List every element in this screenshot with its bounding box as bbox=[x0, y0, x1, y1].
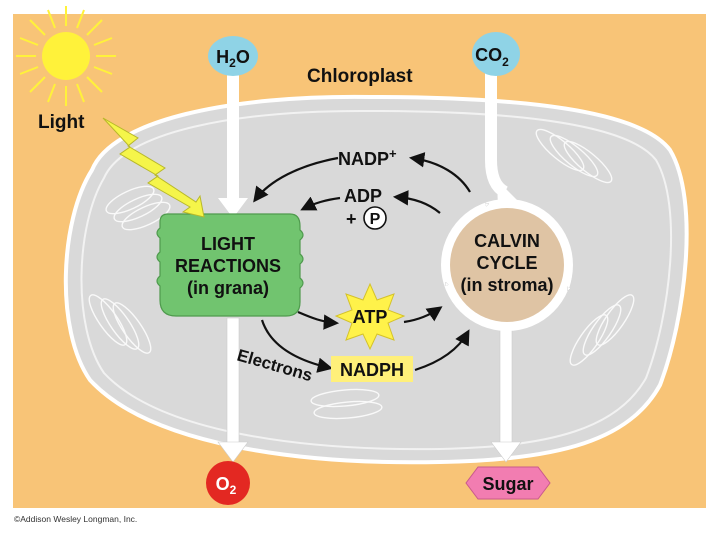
calvin-cycle-label-3: (in stroma) bbox=[460, 275, 553, 295]
calvin-cycle-node: CALVIN CYCLE (in stroma) bbox=[441, 199, 573, 331]
light-reactions-label-1: LIGHT bbox=[201, 234, 255, 254]
nadph-label: NADPH bbox=[340, 360, 404, 380]
sugar-out-arrow bbox=[490, 329, 522, 463]
h2o-label-sub: 2 bbox=[229, 56, 236, 70]
calvin-to-adp-arrow bbox=[392, 190, 441, 214]
co2-node: CO2 bbox=[472, 32, 520, 76]
chloroplast-membrane-inner bbox=[80, 109, 673, 451]
h2o-label-base: H bbox=[216, 47, 229, 67]
atp-to-calvin-arrow bbox=[403, 306, 443, 324]
light-to-nadph-arrow bbox=[260, 319, 334, 373]
nadp-label: NADP+ bbox=[338, 146, 397, 169]
o2-label-base: O bbox=[216, 474, 230, 494]
light-reactions-label-3: (in grana) bbox=[187, 278, 269, 298]
plus-label: + bbox=[346, 209, 357, 229]
water-in-arrow bbox=[218, 70, 248, 218]
chloroplast-membrane-outer bbox=[63, 94, 689, 465]
nadp-label-base: NADP bbox=[338, 149, 389, 169]
lightning-icon bbox=[102, 117, 205, 218]
svg-text:O2: O2 bbox=[216, 474, 237, 497]
sun-icon bbox=[16, 6, 116, 106]
svg-text:H2O: H2O bbox=[216, 47, 250, 70]
phosphate-icon: P bbox=[363, 206, 387, 230]
copyright-notice: ©Addison Wesley Longman, Inc. bbox=[14, 514, 138, 524]
h2o-node: H2O bbox=[208, 36, 258, 76]
adp-label: ADP bbox=[344, 186, 382, 206]
sugar-label: Sugar bbox=[482, 474, 533, 494]
svg-text:CO2: CO2 bbox=[475, 45, 509, 69]
atp-label: ATP bbox=[353, 307, 388, 327]
atp-node: ATP bbox=[334, 282, 406, 351]
oxygen-out-arrow bbox=[217, 317, 249, 463]
phosphate-label: P bbox=[370, 211, 381, 228]
o2-node: O2 bbox=[206, 461, 250, 505]
o2-label-sub: 2 bbox=[230, 483, 237, 497]
calvin-to-nadp-arrow bbox=[408, 152, 471, 193]
light-to-atp-arrow bbox=[297, 310, 340, 330]
light-reactions-node: LIGHT REACTIONS (in grana) bbox=[156, 213, 304, 317]
chloroplast-label: Chloroplast bbox=[307, 66, 413, 87]
nadp-label-sup: + bbox=[389, 146, 397, 161]
cycle-arrows bbox=[253, 152, 471, 373]
nadph-node: NADPH bbox=[331, 356, 413, 382]
calvin-cycle-label-2: CYCLE bbox=[476, 253, 537, 273]
co2-label-base: CO bbox=[475, 45, 502, 65]
nadph-to-calvin-arrow bbox=[414, 329, 470, 372]
adp-to-light-arrow bbox=[300, 196, 341, 211]
thylakoid-stacks bbox=[88, 128, 635, 420]
nadp-to-light-arrow bbox=[253, 156, 339, 203]
co2-label-sub: 2 bbox=[502, 55, 509, 69]
light-reactions-label-2: REACTIONS bbox=[175, 256, 281, 276]
sugar-node: Sugar bbox=[465, 466, 551, 500]
calvin-cycle-label-1: CALVIN bbox=[474, 231, 540, 251]
h2o-label-rest: O bbox=[236, 47, 250, 67]
light-label: Light bbox=[38, 112, 85, 133]
